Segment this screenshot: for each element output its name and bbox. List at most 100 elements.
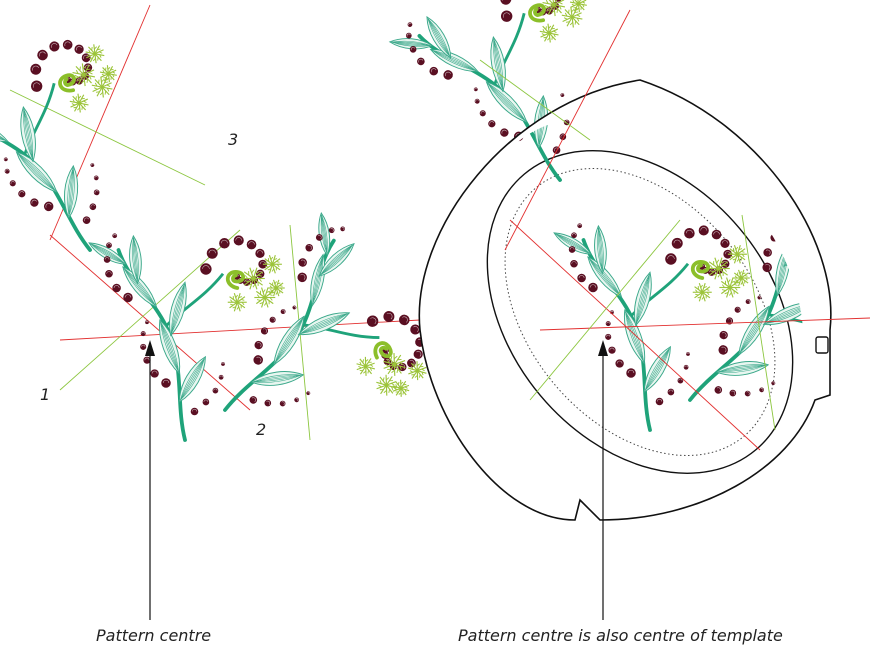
bead-dot (29, 79, 44, 94)
fern-frond (237, 307, 239, 310)
bead-dot (36, 48, 50, 62)
fern-frond (859, 348, 870, 357)
fern-frond (275, 281, 277, 283)
bead-dot (61, 38, 74, 51)
bead-dot (862, 303, 876, 318)
bead-dot (82, 215, 92, 225)
bead-dot (292, 305, 297, 310)
fern-frond (830, 349, 833, 351)
fern-frond (845, 378, 849, 381)
leaf-vein (180, 358, 204, 400)
swirl-icon (836, 330, 858, 352)
bead-dot (846, 335, 855, 344)
bead-dot (442, 69, 455, 82)
fern-frond (862, 378, 870, 387)
bead-dot (588, 283, 598, 293)
bead-dot (712, 230, 722, 240)
fern-frond (276, 292, 278, 294)
fern-frond (856, 377, 859, 380)
bead-dot (234, 235, 244, 245)
fern-frond (842, 373, 852, 382)
fern-frond (859, 350, 870, 361)
fern-frond (863, 348, 867, 352)
fern-frond (833, 351, 836, 354)
bead-dot (93, 189, 101, 197)
bead-dot (29, 197, 40, 208)
bead-dot (720, 239, 729, 248)
arrow-up-icon (145, 340, 155, 356)
bead-dot (105, 270, 113, 278)
bead-dot (845, 340, 855, 350)
fern-frond (856, 360, 859, 363)
fern-frond (580, 0, 583, 1)
bead-dot (570, 260, 578, 268)
bead-dot (665, 253, 676, 264)
bead-highlight (850, 337, 854, 341)
fern-frond (846, 365, 856, 375)
caption-template-centre: Pattern centre is also centre of templat… (458, 626, 783, 645)
fern-frond (861, 381, 864, 384)
fern-frond (854, 346, 858, 350)
fern-icon (837, 361, 866, 390)
fern-icon (389, 377, 412, 400)
fern-frond (852, 379, 856, 383)
bead-highlight (836, 306, 843, 313)
fern-frond (849, 352, 860, 361)
bead-dot (499, 0, 514, 7)
bead-dot (615, 359, 623, 367)
bead-dot (684, 228, 695, 239)
bead-dot (853, 350, 864, 361)
bead-dot (296, 271, 309, 284)
bead-highlight (849, 342, 853, 347)
number-label-3: 3 (228, 130, 238, 149)
bead-dot (847, 346, 858, 357)
fern-frond (857, 345, 868, 354)
fern-frond (859, 354, 866, 363)
fern-frond (845, 367, 851, 375)
bead-dot (365, 313, 381, 329)
bead-dot (560, 93, 565, 98)
fern-icon (854, 367, 876, 390)
fern-frond (852, 349, 855, 353)
bead-dot (3, 157, 8, 162)
fern-frond (272, 269, 274, 272)
fern-icon (869, 348, 876, 374)
bead-dot (161, 378, 171, 388)
fern-frond (851, 375, 857, 383)
fern-frond (854, 369, 858, 372)
fern-frond (861, 372, 866, 379)
bead-dot (93, 175, 99, 181)
fern-frond (844, 370, 847, 373)
leaf-vein (275, 318, 303, 363)
fern-frond (236, 295, 238, 298)
fern-frond (866, 372, 868, 374)
fern-frond (851, 368, 854, 370)
fern-frond (852, 345, 859, 354)
fern-frond (843, 374, 846, 377)
fern-frond (844, 375, 854, 384)
bead-dot (499, 127, 510, 138)
bead-dot (306, 390, 311, 395)
fern-frond (868, 373, 871, 376)
leaf-icon (482, 77, 531, 126)
fern-frond (849, 380, 852, 382)
bead-highlight (807, 217, 810, 220)
fern-frond (866, 378, 871, 385)
bead-dot (29, 62, 44, 77)
bead-dot (397, 313, 412, 328)
bead-dot (830, 303, 846, 319)
bead-dot (112, 284, 121, 293)
fern-icon (263, 255, 282, 273)
fern-frond (253, 284, 255, 287)
number-label-2: 2 (256, 420, 266, 439)
bead-dot (569, 246, 576, 253)
bead-dot (487, 119, 497, 129)
bead-dot (571, 232, 577, 238)
fern-frond (271, 257, 273, 260)
fern-frond (852, 357, 856, 361)
bead-dot (123, 293, 133, 303)
bead-dot (605, 334, 611, 340)
bead-dot (297, 257, 309, 269)
fern-frond (867, 382, 870, 385)
bead-dot (608, 347, 615, 354)
